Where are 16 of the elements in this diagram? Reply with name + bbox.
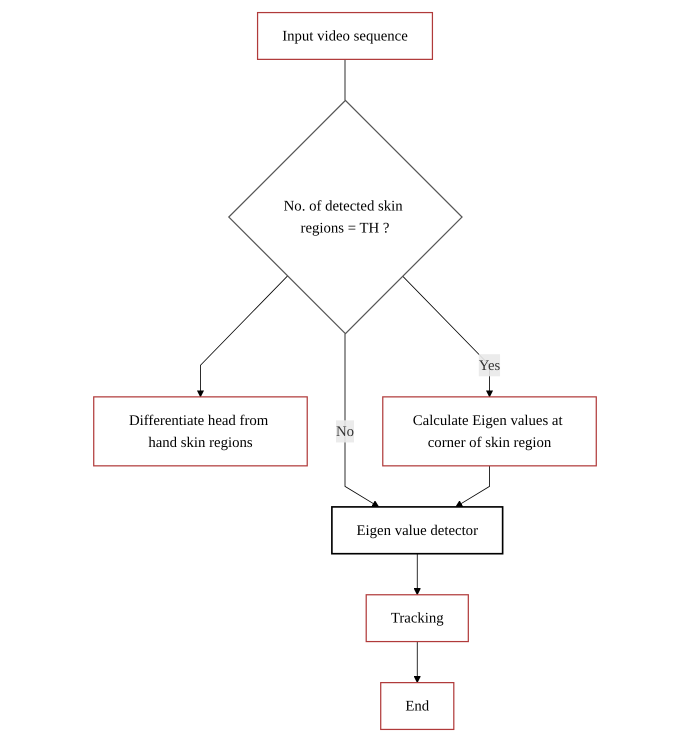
arrow — [344, 333, 380, 508]
node-box: Eigen value detector — [331, 506, 504, 555]
node-box: End — [380, 682, 454, 730]
arrow — [455, 465, 490, 508]
node-box: Tracking — [366, 594, 469, 642]
node-box: Differentiate head from hand skin regions — [93, 396, 308, 466]
arrow — [196, 276, 288, 398]
node-box: Calculate Eigen values at corner of skin region — [382, 396, 597, 466]
arrow — [402, 276, 494, 398]
arrow — [414, 641, 421, 683]
node-box: Input video sequence — [256, 12, 434, 60]
edge-label: Yes — [478, 356, 500, 374]
node-diamond: No. of detected skin regions = TH ? — [228, 100, 463, 334]
edge-label: No — [336, 422, 354, 440]
connector — [344, 58, 346, 101]
arrow — [414, 553, 421, 596]
